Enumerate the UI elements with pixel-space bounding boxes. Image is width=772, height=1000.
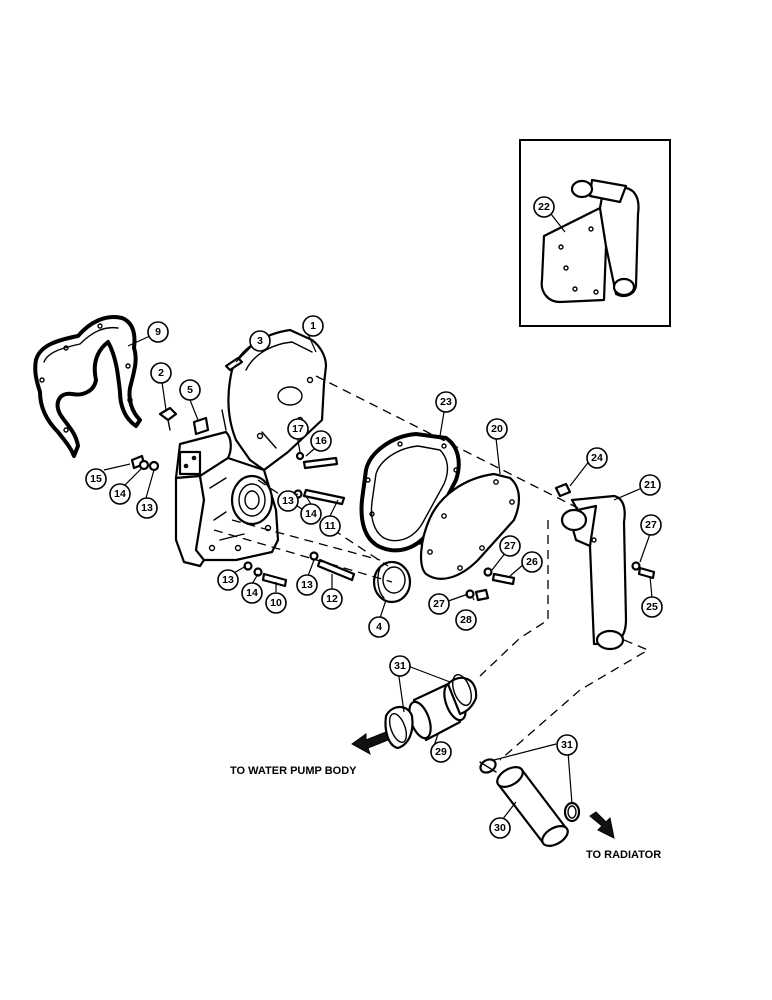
- svg-text:1: 1: [310, 320, 316, 332]
- svg-text:30: 30: [494, 822, 506, 834]
- svg-text:27: 27: [433, 598, 445, 610]
- arrow-to-water-pump-icon: [351, 731, 389, 756]
- cover-plate: [420, 472, 520, 580]
- svg-text:29: 29: [435, 746, 447, 758]
- svg-text:5: 5: [187, 384, 193, 396]
- svg-text:16: 16: [315, 435, 327, 447]
- plate-hardware: [465, 567, 516, 602]
- to-radiator-label: TO RADIATOR: [586, 849, 661, 861]
- svg-text:23: 23: [440, 396, 452, 408]
- callout-17: 17: [287, 418, 309, 440]
- svg-text:13: 13: [141, 502, 153, 514]
- svg-text:9: 9: [155, 326, 161, 338]
- callout-12: 12: [321, 588, 343, 610]
- callout-15: 15: [85, 468, 107, 490]
- svg-text:27: 27: [645, 519, 657, 531]
- callout-25: 25: [641, 596, 663, 618]
- svg-text:28: 28: [460, 614, 472, 626]
- dowel-5: [192, 416, 210, 436]
- svg-text:17: 17: [292, 423, 304, 435]
- svg-text:14: 14: [114, 488, 126, 500]
- callout-21: 21: [639, 474, 661, 496]
- timing-cover-gasket: [33, 315, 142, 458]
- svg-text:22: 22: [538, 201, 550, 213]
- callout-14c: 14: [241, 582, 263, 604]
- lower-hose-assembly: [479, 758, 581, 847]
- callout-2: 2: [150, 362, 172, 384]
- callout-5: 5: [179, 379, 201, 401]
- arrow-to-radiator-icon: [589, 811, 615, 839]
- svg-text:26: 26: [526, 556, 538, 568]
- svg-text:20: 20: [491, 423, 503, 435]
- svg-text:25: 25: [646, 601, 658, 613]
- callout-31b: 31: [556, 734, 578, 756]
- callout-29: 29: [430, 741, 452, 763]
- dowel-pin-3: [224, 356, 244, 372]
- callout-13a: 13: [136, 497, 158, 519]
- callout-28: 28: [455, 609, 477, 631]
- svg-text:27: 27: [504, 540, 516, 552]
- callout-10: 10: [265, 592, 287, 614]
- callout-20: 20: [486, 418, 508, 440]
- svg-text:3: 3: [257, 335, 263, 347]
- callout-11: 11: [319, 515, 341, 537]
- outlet-elbow: [554, 482, 656, 651]
- leader-lines: [103, 333, 653, 821]
- callout-14b: 14: [300, 503, 322, 525]
- svg-text:14: 14: [305, 508, 317, 520]
- svg-text:10: 10: [270, 597, 282, 609]
- callout-3: 3: [249, 330, 271, 352]
- svg-text:4: 4: [376, 621, 382, 633]
- svg-text:2: 2: [158, 367, 164, 379]
- plug-2: [158, 406, 178, 422]
- callout-27a: 27: [640, 514, 662, 536]
- callout-4: 4: [368, 616, 390, 638]
- callout-16: 16: [310, 430, 332, 452]
- callout-26: 26: [521, 551, 543, 573]
- svg-text:13: 13: [222, 574, 234, 586]
- callout-13b: 13: [277, 490, 299, 512]
- svg-text:31: 31: [561, 739, 573, 751]
- small-hardware: [130, 356, 356, 588]
- svg-text:14: 14: [246, 587, 258, 599]
- flow-arrows: [351, 731, 615, 839]
- svg-text:24: 24: [591, 452, 603, 464]
- callout-14a: 14: [109, 483, 131, 505]
- front-cover: [174, 328, 328, 568]
- callout-23: 23: [435, 391, 457, 413]
- svg-text:15: 15: [90, 473, 102, 485]
- svg-text:13: 13: [282, 495, 294, 507]
- callout-27c: 27: [428, 593, 450, 615]
- to-water-pump-label: TO WATER PUMP BODY: [230, 765, 357, 777]
- callout-27b: 27: [499, 535, 521, 557]
- svg-text:12: 12: [326, 593, 338, 605]
- svg-text:11: 11: [324, 520, 335, 532]
- callout-13d: 13: [296, 574, 318, 596]
- svg-text:21: 21: [644, 479, 656, 491]
- svg-text:13: 13: [301, 579, 313, 591]
- callout-13c: 13: [217, 569, 239, 591]
- inset-panel: [519, 139, 671, 327]
- upper-hose-assembly: [384, 674, 478, 750]
- callout-30: 30: [489, 817, 511, 839]
- callout-22: 22: [533, 196, 555, 218]
- callout-24: 24: [586, 447, 608, 469]
- svg-text:31: 31: [394, 660, 406, 672]
- outlet-elbow-alt: [540, 178, 640, 304]
- callout-1: 1: [302, 315, 324, 337]
- callout-9: 9: [147, 321, 169, 343]
- callout-31a: 31: [389, 655, 411, 677]
